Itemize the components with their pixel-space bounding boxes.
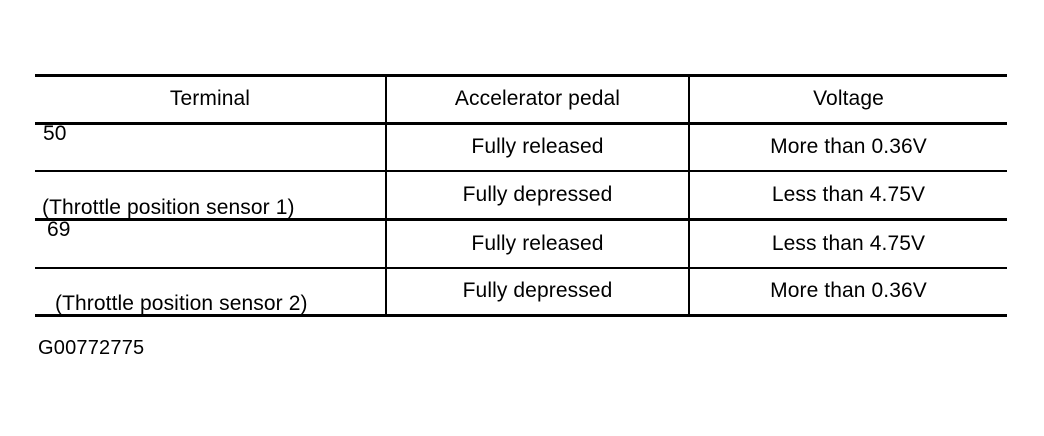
voltage-cell-g0-r1: Less than 4.75V	[771, 183, 926, 207]
header-accelerator-pedal: Accelerator pedal	[454, 87, 621, 111]
column-divider-terminal-pedal	[385, 74, 387, 317]
terminal-number-1: 69	[47, 217, 71, 241]
pedal-cell-g0-r1: Fully depressed	[462, 183, 613, 207]
table-rule-group1-inner	[35, 170, 1007, 172]
terminal-description-0: (Throttle position sensor 1)	[42, 196, 295, 220]
table-rule-group2-inner	[35, 267, 1007, 269]
figure-caption: G00772775	[38, 337, 145, 359]
pedal-cell-g1-r0: Fully released	[471, 231, 604, 255]
voltage-cell-g0-r0: More than 0.36V	[770, 135, 927, 159]
header-voltage: Voltage	[813, 87, 884, 111]
terminal-cell-group-0: 50 (Throttle position sensor 1)	[35, 122, 385, 219]
terminal-number-0: 50	[43, 121, 67, 145]
table-rule-top	[35, 74, 1007, 77]
column-divider-pedal-voltage	[688, 74, 690, 317]
terminal-description-1: (Throttle position sensor 2)	[55, 292, 308, 316]
table-rule-bottom	[35, 314, 1007, 317]
spec-table: Terminal Accelerator pedal Voltage 50 (T…	[35, 74, 1007, 317]
terminal-block-1: 69 (Throttle position sensor 2)	[35, 168, 308, 366]
voltage-cell-g1-r1: More than 0.36V	[770, 279, 927, 303]
pedal-cell-g1-r1: Fully depressed	[462, 279, 613, 303]
table-rule-header-bottom	[35, 122, 1007, 125]
terminal-cell-group-1: 69 (Throttle position sensor 2)	[35, 218, 385, 315]
voltage-cell-g1-r0: Less than 4.75V	[771, 231, 926, 255]
terminal-block-0: 50 (Throttle position sensor 1)	[35, 72, 295, 270]
pedal-cell-g0-r0: Fully released	[471, 135, 604, 159]
header-terminal: Terminal	[169, 87, 251, 111]
table-rule-group-divider	[35, 218, 1007, 221]
